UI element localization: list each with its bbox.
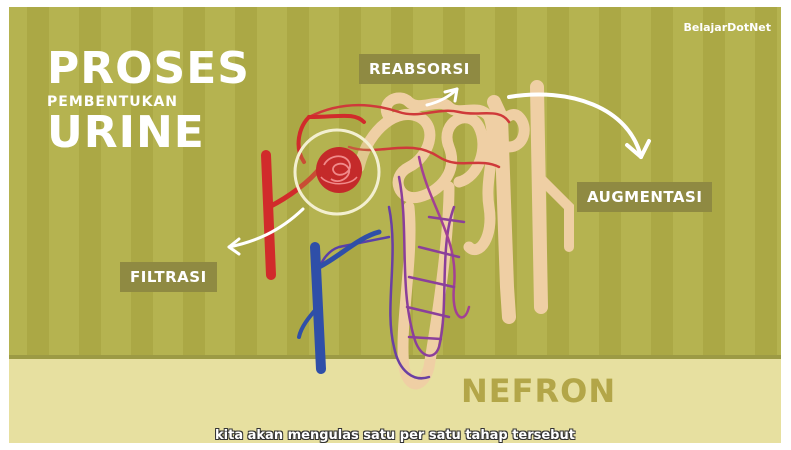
label-nefron: NEFRON xyxy=(461,372,616,410)
video-subtitle: kita akan mengulas satu per satu tahap t… xyxy=(9,428,781,443)
brand-watermark: BelajarDotNet xyxy=(683,21,771,34)
glomerulus xyxy=(316,147,362,193)
page-title: PROSES PEMBENTUKAN URINE xyxy=(47,47,250,155)
label-filtrasi: FILTRASI xyxy=(120,262,217,292)
title-line-3: URINE xyxy=(47,111,250,155)
video-player[interactable]: PROSES PEMBENTUKAN URINE BelajarDotNet R… xyxy=(9,7,781,443)
title-line-1: PROSES xyxy=(47,47,250,91)
label-reabsorbsi: REABSORSI xyxy=(359,54,480,84)
label-augmentasi: AUGMENTASI xyxy=(577,182,712,212)
